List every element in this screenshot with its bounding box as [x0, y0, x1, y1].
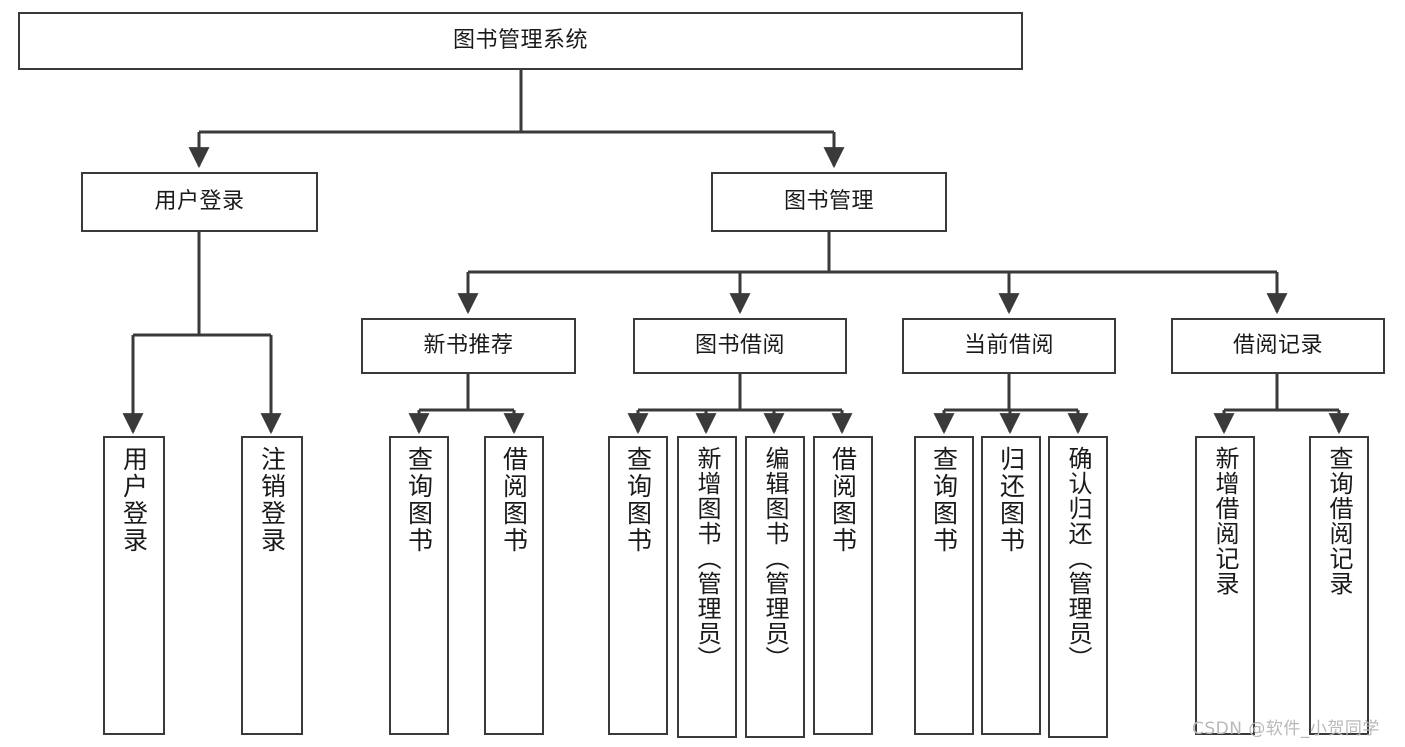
leaf-query-book-current[interactable]: 查询图书 [914, 436, 974, 735]
leaf-query-borrow-record[interactable]: 查询借阅记录 [1309, 436, 1369, 735]
node-label: 图书管理系统 [452, 28, 588, 54]
node-label: 用户登录 [154, 189, 245, 215]
node-label: 图书借阅 [694, 333, 785, 359]
node-label: 借阅图书 [828, 446, 858, 554]
leaf-user-login[interactable]: 用户登录 [103, 436, 165, 735]
node-label: 查询图书 [623, 446, 653, 554]
node-label: 注销登录 [257, 446, 287, 554]
node-label: 确认归还（管理员） [1064, 446, 1092, 671]
node-book-borrow[interactable]: 图书借阅 [633, 318, 847, 374]
node-label: 查询图书 [929, 446, 959, 554]
leaf-add-borrow-record[interactable]: 新增借阅记录 [1195, 436, 1255, 735]
node-new-book-recommend[interactable]: 新书推荐 [361, 318, 576, 374]
node-user-login[interactable]: 用户登录 [81, 172, 318, 232]
node-label: 新增借阅记录 [1211, 446, 1239, 596]
node-label: 当前借阅 [963, 333, 1054, 359]
leaf-borrow-book-recommend[interactable]: 借阅图书 [484, 436, 544, 735]
node-current-borrow[interactable]: 当前借阅 [902, 318, 1116, 374]
leaf-logout-login[interactable]: 注销登录 [241, 436, 303, 735]
node-label: 用户登录 [119, 446, 149, 554]
node-label: 新增图书（管理员） [693, 446, 721, 671]
node-book-management[interactable]: 图书管理 [711, 172, 947, 232]
node-label: 查询借阅记录 [1325, 446, 1353, 596]
leaf-query-book-borrow[interactable]: 查询图书 [608, 436, 668, 735]
leaf-add-book-admin[interactable]: 新增图书（管理员） [677, 436, 737, 738]
leaf-confirm-return-admin[interactable]: 确认归还（管理员） [1048, 436, 1108, 738]
node-borrow-record[interactable]: 借阅记录 [1171, 318, 1385, 374]
node-label: 新书推荐 [423, 333, 514, 359]
leaf-return-book[interactable]: 归还图书 [981, 436, 1041, 735]
node-label: 查询图书 [404, 446, 434, 554]
watermark-text: CSDN @软件_小贺同学 [1192, 719, 1380, 739]
node-label: 图书管理 [783, 189, 874, 215]
node-label: 借阅图书 [499, 446, 529, 554]
node-label: 归还图书 [996, 446, 1026, 554]
node-label: 借阅记录 [1232, 333, 1323, 359]
leaf-edit-book-admin[interactable]: 编辑图书（管理员） [745, 436, 805, 738]
leaf-query-book-recommend[interactable]: 查询图书 [389, 436, 449, 735]
leaf-borrow-book[interactable]: 借阅图书 [813, 436, 873, 735]
node-label: 编辑图书（管理员） [761, 446, 789, 671]
node-root-system[interactable]: 图书管理系统 [18, 12, 1023, 70]
